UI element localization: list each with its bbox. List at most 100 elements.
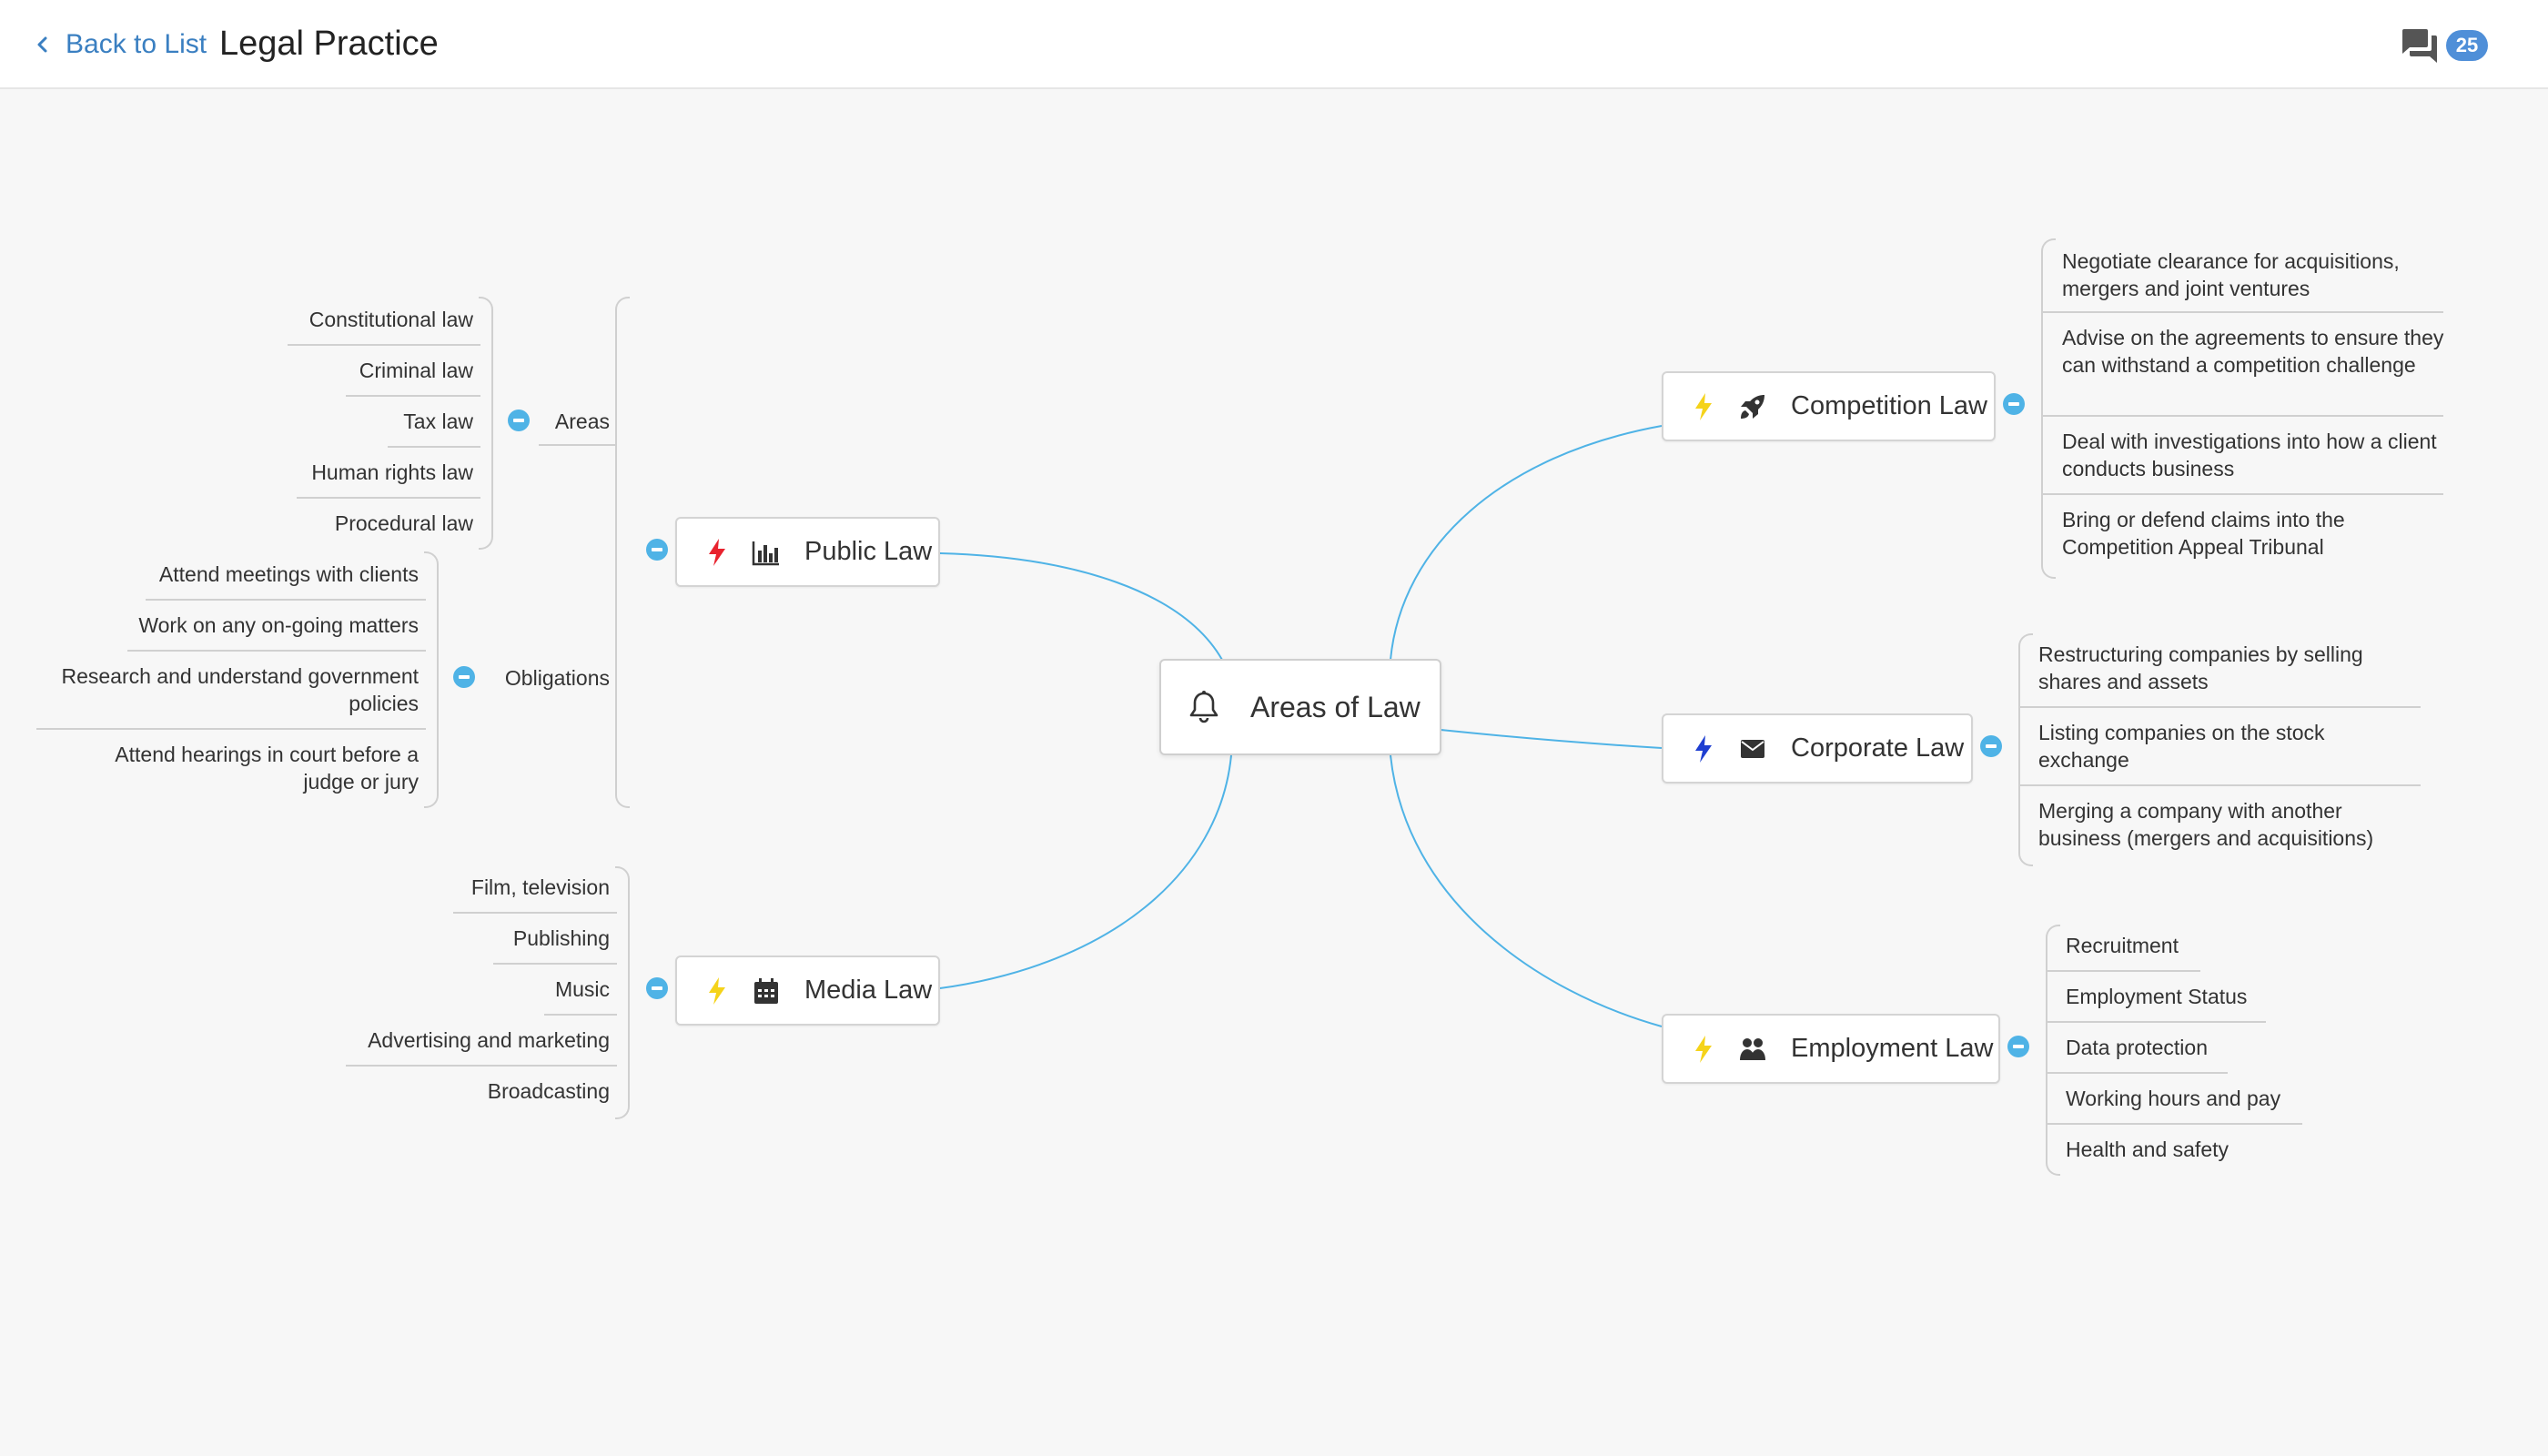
public-law-label: Public Law — [804, 537, 933, 566]
connector-employment-law — [1390, 754, 1663, 1027]
employment-item[interactable]: Employment Status — [2066, 985, 2248, 1008]
divider — [2046, 1072, 2228, 1074]
employment-item[interactable]: Recruitment — [2066, 934, 2179, 957]
connector-media-law — [939, 754, 1232, 989]
employment-item[interactable]: Working hours and pay — [2066, 1087, 2281, 1110]
divider — [2041, 415, 2443, 417]
corporate-law-node[interactable]: Corporate Law — [1662, 713, 1973, 784]
areas-item[interactable]: Constitutional law — [308, 308, 473, 331]
competition-item[interactable]: Deal with investigations into how a clie… — [2062, 430, 2437, 480]
areas-item[interactable]: Procedural law — [334, 511, 473, 535]
comments-button[interactable]: 25 — [2399, 25, 2493, 66]
obligations-item[interactable]: Research and understand government polic… — [61, 664, 419, 715]
areas-children-bracket — [479, 297, 493, 550]
divider — [2018, 784, 2421, 786]
divider — [2018, 706, 2421, 708]
divider — [2046, 1021, 2266, 1023]
users-icon — [1740, 1037, 1765, 1060]
divider — [346, 395, 480, 397]
competition-item[interactable]: Negotiate clearance for acquisitions, me… — [2062, 249, 2400, 300]
employment-item[interactable]: Data protection — [2066, 1036, 2208, 1059]
bell-icon — [1189, 691, 1218, 723]
areas-item[interactable]: Human rights law — [311, 460, 473, 484]
back-to-list-label: Back to List — [66, 29, 207, 59]
obligations-collapse-toggle[interactable] — [453, 666, 475, 688]
media-item[interactable]: Publishing — [512, 926, 610, 950]
root-label: Areas of Law — [1250, 690, 1421, 723]
media-law-collapse-toggle[interactable] — [646, 977, 668, 999]
divider — [288, 344, 480, 346]
bar-chart-icon — [752, 541, 779, 565]
back-to-list-link[interactable]: Back to List — [33, 24, 207, 66]
top-bar: Back to List Legal Practice 25 — [0, 0, 2548, 89]
divider — [297, 497, 480, 499]
lightning-icon — [1695, 1035, 1712, 1063]
lightning-icon — [1695, 734, 1712, 763]
calendar-icon — [754, 977, 778, 1004]
divider — [346, 1065, 617, 1067]
lightning-icon — [1695, 392, 1712, 420]
media-law-children-bracket — [615, 866, 630, 1119]
competition-law-collapse-toggle[interactable] — [2003, 393, 2025, 415]
connector-competition-law — [1390, 425, 1663, 661]
divider — [146, 599, 426, 601]
corporate-law-collapse-toggle[interactable] — [1980, 735, 2002, 757]
obligations-node[interactable]: Obligations — [504, 666, 610, 690]
root-node[interactable]: Areas of Law — [1159, 659, 1441, 755]
competition-law-label: Competition Law — [1791, 391, 1987, 420]
obligations-item[interactable]: Work on any on-going matters — [138, 613, 419, 637]
media-item[interactable]: Music — [554, 977, 610, 1001]
divider — [388, 446, 480, 448]
public-law-collapse-toggle[interactable] — [646, 539, 668, 561]
divider — [453, 912, 617, 914]
divider — [544, 1014, 617, 1016]
comment-count-badge: 25 — [2446, 30, 2488, 61]
divider — [2046, 970, 2200, 972]
corporate-law-children-bracket — [2018, 633, 2033, 866]
envelope-icon — [1741, 739, 1764, 758]
divider — [493, 963, 617, 965]
media-item[interactable]: Advertising and marketing — [368, 1028, 610, 1052]
public-law-node[interactable]: Public Law — [675, 517, 940, 587]
media-law-node[interactable]: Media Law — [675, 956, 940, 1026]
employment-law-node[interactable]: Employment Law — [1662, 1014, 2000, 1084]
page-title: Legal Practice — [219, 25, 439, 63]
chevron-left-icon — [37, 36, 47, 53]
corporate-item[interactable]: Merging a company with another business … — [2038, 799, 2374, 850]
competition-item[interactable]: Advise on the agreements to ensure they … — [2062, 326, 2444, 377]
lightning-icon — [709, 976, 725, 1005]
media-item[interactable]: Broadcasting — [487, 1079, 610, 1103]
areas-underline — [539, 444, 615, 446]
divider — [36, 728, 426, 730]
corporate-item[interactable]: Restructuring companies by selling share… — [2038, 642, 2363, 693]
divider — [127, 650, 426, 652]
employment-law-children-bracket — [2046, 925, 2060, 1176]
media-law-label: Media Law — [804, 976, 933, 1005]
employment-item[interactable]: Health and safety — [2066, 1138, 2230, 1161]
areas-collapse-toggle[interactable] — [508, 410, 530, 431]
divider — [2041, 311, 2443, 313]
obligations-item[interactable]: Attend hearings in court before a judge … — [115, 743, 419, 794]
corporate-law-label: Corporate Law — [1791, 733, 1965, 763]
public-law-children-bracket — [615, 297, 630, 808]
areas-item[interactable]: Criminal law — [359, 359, 473, 382]
obligations-item[interactable]: Attend meetings with clients — [158, 562, 419, 586]
connector-public-law — [939, 552, 1223, 661]
media-item[interactable]: Film, television — [470, 875, 610, 899]
obligations-children-bracket — [424, 551, 439, 808]
lightning-icon — [709, 538, 725, 566]
corporate-item[interactable]: Listing companies on the stock exchange — [2038, 721, 2325, 772]
competition-law-node[interactable]: Competition Law — [1662, 371, 1996, 441]
connector-corporate-law — [1440, 729, 1663, 749]
divider — [2046, 1123, 2302, 1125]
employment-law-collapse-toggle[interactable] — [2007, 1036, 2029, 1057]
competition-law-children-bracket — [2041, 238, 2056, 579]
competition-item[interactable]: Bring or defend claims into the Competit… — [2062, 508, 2345, 559]
employment-law-label: Employment Law — [1791, 1034, 1994, 1063]
areas-item[interactable]: Tax law — [403, 410, 473, 433]
divider — [2041, 493, 2443, 495]
rocket-icon — [1741, 394, 1764, 419]
areas-node[interactable]: Areas — [554, 410, 610, 433]
chat-bubbles-icon — [2402, 29, 2437, 63]
